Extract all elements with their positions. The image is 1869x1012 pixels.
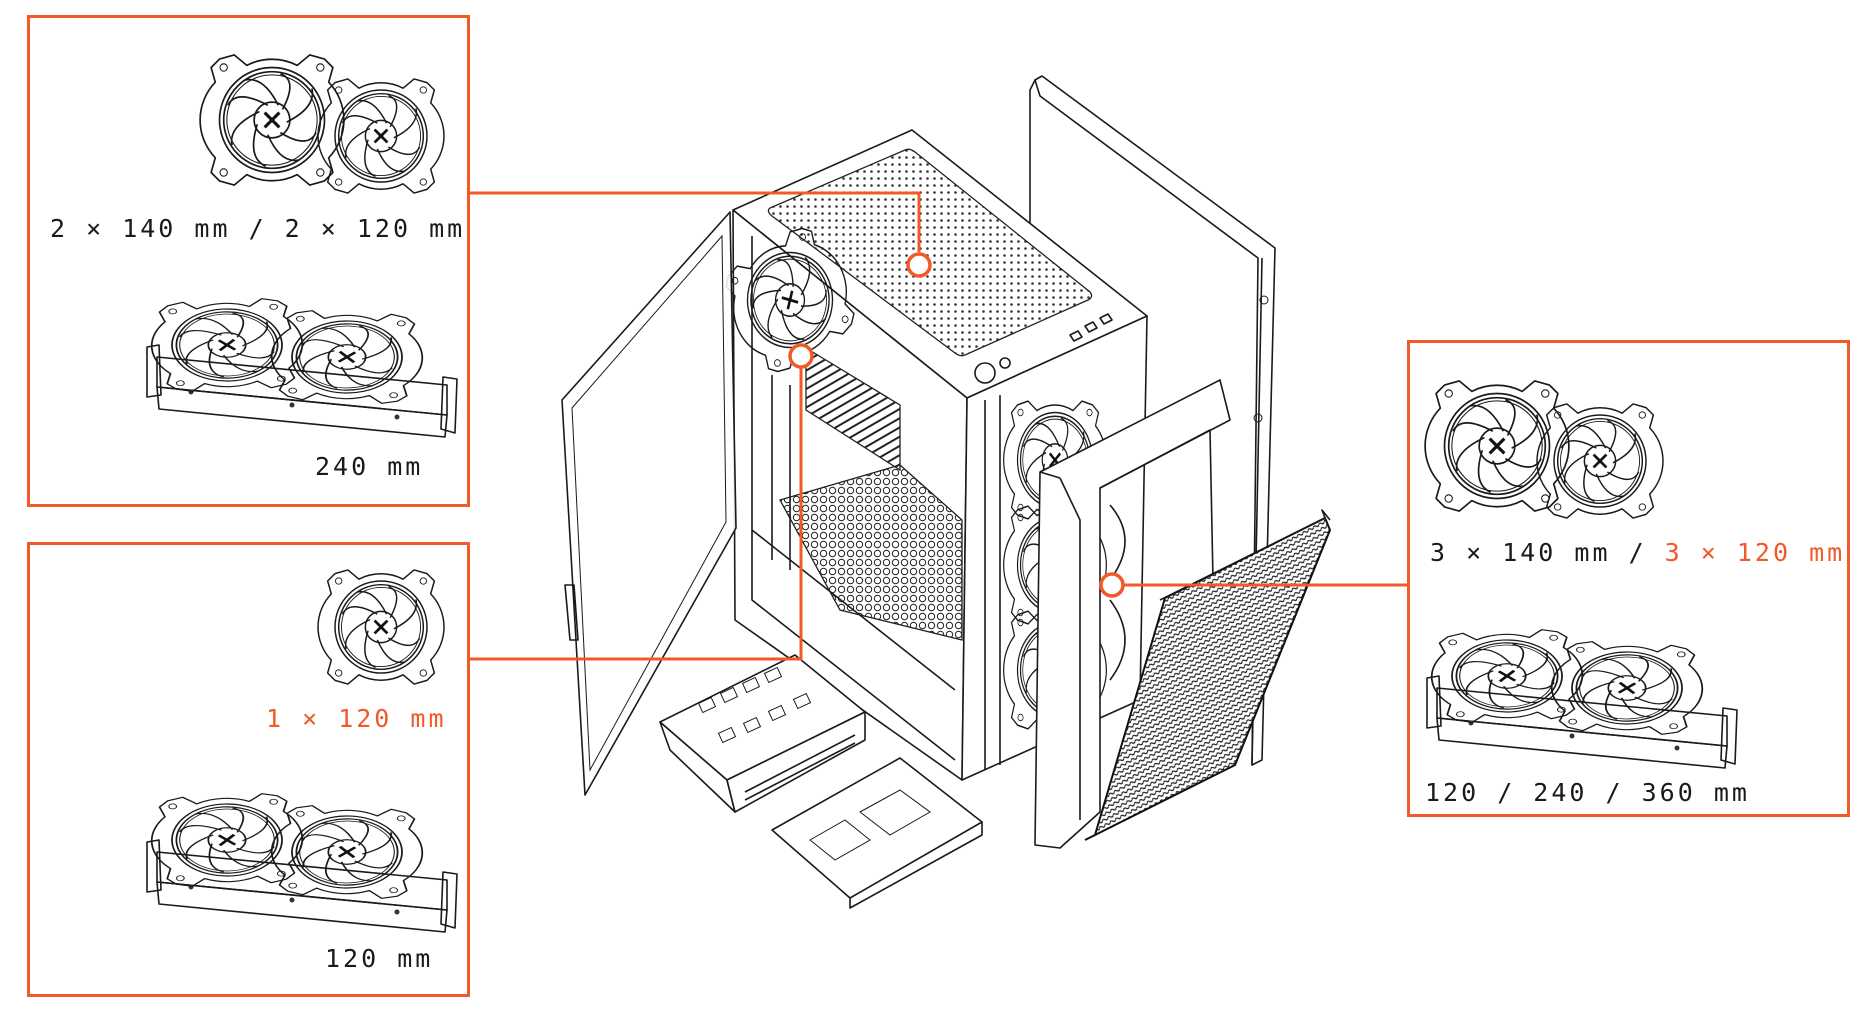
front-fans-icon	[1423, 379, 1665, 520]
rear-fan-label: 1 × 120 mm	[266, 704, 447, 733]
top-fans-icon	[198, 53, 446, 195]
front-fan-label-140: 3 × 140 mm /	[1430, 538, 1665, 567]
front-mount-panel	[1407, 340, 1850, 817]
front-mount-callout	[1099, 572, 1407, 598]
front-radiator-icon	[1427, 628, 1737, 768]
front-radiator-label: 120 / 240 / 360 mm	[1425, 778, 1750, 807]
pc-case-illustration	[561, 75, 1332, 909]
rear-mount-callout	[470, 343, 814, 661]
rear-radiator-label: 120 mm	[325, 944, 434, 973]
rear-mount-panel	[27, 542, 470, 997]
left-glass-panel	[561, 211, 737, 796]
top-radiator-label: 240 mm	[315, 452, 424, 481]
ssd-tray	[771, 757, 983, 909]
hdd-cage	[659, 654, 866, 813]
front-mesh-filter	[1084, 509, 1332, 841]
front-fan-label-120: 3 × 120 mm	[1664, 538, 1846, 567]
top-mount-callout	[470, 191, 932, 278]
top-radiator-icon	[147, 297, 457, 437]
top-mount-panel	[27, 15, 470, 507]
rear-radiator-icon	[147, 792, 457, 932]
front-fan-label: 3 × 140 mm / 3 × 120 mm	[1430, 540, 1845, 565]
top-fan-label: 2 × 140 mm / 2 × 120 mm	[50, 214, 466, 243]
rear-fan-icon	[316, 568, 446, 686]
